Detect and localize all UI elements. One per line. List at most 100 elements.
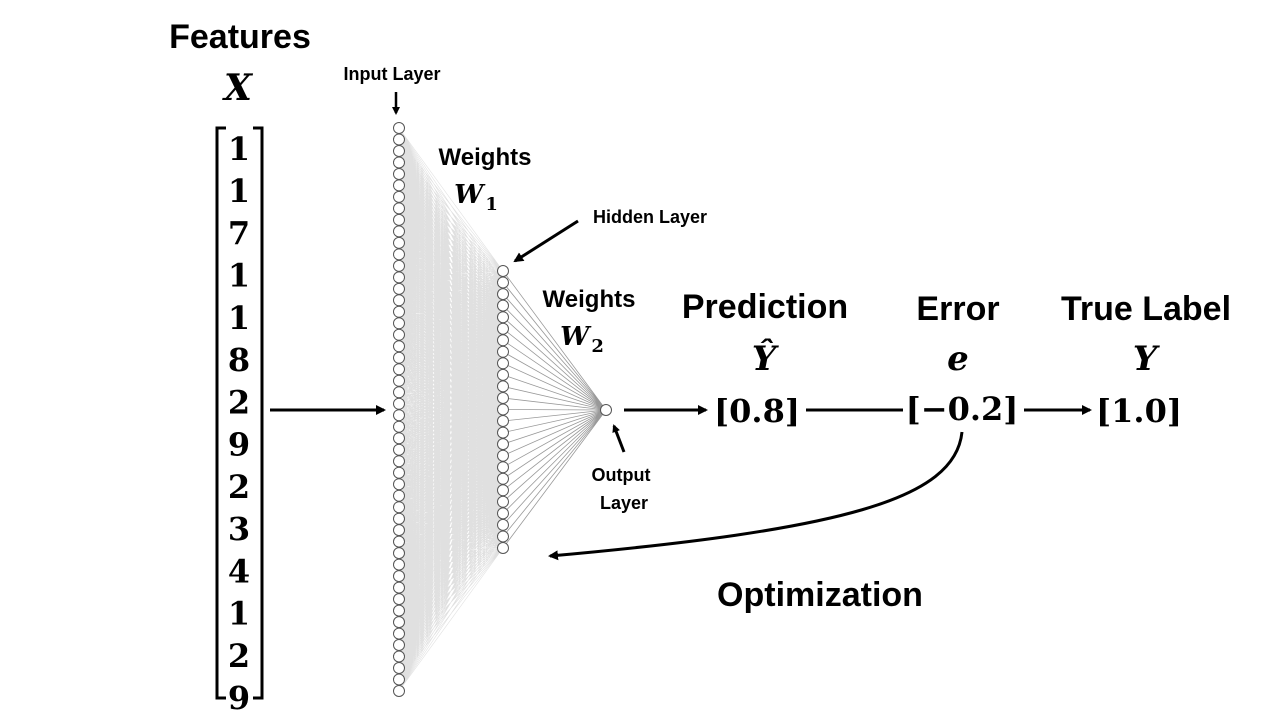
hidden-node (497, 438, 509, 451)
prediction-symbol: Ŷ (752, 338, 779, 379)
feature-value: 1 (228, 595, 250, 633)
hidden-node (497, 530, 509, 543)
hidden-node (497, 368, 509, 381)
input-node (393, 363, 405, 376)
hidden-node (497, 288, 509, 301)
feature-value: 7 (228, 214, 250, 252)
input-node (393, 489, 405, 502)
input-node (393, 122, 405, 134)
weights1-label: Weights (439, 144, 532, 171)
right-bracket (253, 126, 264, 700)
input-node (393, 271, 405, 284)
input-node (393, 328, 405, 341)
input-node (393, 156, 405, 169)
input-node (393, 386, 405, 399)
input-node (393, 168, 405, 180)
hidden-node (497, 484, 509, 497)
input-node (393, 259, 405, 272)
input-node (393, 685, 405, 697)
hidden-node (497, 426, 509, 439)
hidden-node (497, 311, 509, 324)
input-node (393, 190, 405, 203)
hidden-node (497, 380, 509, 393)
input-node (393, 570, 405, 583)
hidden-node (497, 265, 509, 277)
input-node (393, 581, 405, 594)
hidden-node (497, 415, 509, 427)
input-node (393, 662, 405, 674)
optimization-arrow (548, 431, 964, 561)
input-node (393, 248, 405, 261)
features-title: Features (169, 18, 311, 56)
error-title: Error (916, 290, 999, 328)
input-node (393, 420, 405, 433)
input-node (393, 593, 405, 606)
input-node (393, 639, 405, 651)
feature-value: 9 (228, 426, 250, 464)
input-node (393, 650, 405, 663)
feature-value: 2 (228, 468, 250, 506)
input-node (393, 225, 405, 238)
prediction-value: [0.8] (714, 392, 800, 430)
input-node (393, 317, 405, 330)
input-node (393, 409, 405, 422)
input-node (393, 282, 405, 295)
input-node (393, 145, 405, 157)
hidden-node (497, 322, 509, 335)
features-symbol: X (222, 67, 254, 109)
input-node (393, 351, 405, 364)
feature-value: 1 (228, 299, 250, 337)
hidden-node (497, 299, 509, 312)
hidden-node (497, 345, 509, 358)
hidden-layer-label: Hidden Layer (593, 207, 707, 227)
output-layer-arrow (612, 424, 626, 453)
input-node (393, 133, 405, 146)
input-node (393, 397, 405, 410)
true-label-symbol: Y (1133, 339, 1160, 379)
hidden-node (497, 507, 509, 520)
hidden-node (497, 403, 509, 416)
feature-value: 2 (228, 383, 250, 421)
input-node (393, 340, 405, 353)
error-value: [−0.2] (906, 390, 1019, 428)
hidden-node (497, 449, 509, 462)
feature-value: 8 (228, 341, 250, 379)
weights2-label: Weights (543, 286, 636, 313)
network-nodes (393, 122, 612, 697)
hidden-layer-arrow (513, 219, 579, 263)
input-node (393, 374, 405, 387)
input-node (393, 673, 405, 686)
output-node (600, 404, 612, 416)
input-node (393, 179, 405, 192)
input-node (393, 512, 405, 525)
input-node (393, 524, 405, 537)
feature-value: 1 (228, 130, 250, 168)
hidden-node (497, 518, 509, 531)
input-node (393, 455, 405, 468)
input-node (393, 478, 405, 491)
hidden-node (497, 461, 509, 474)
weights1-connections (398, 127, 504, 692)
input-node (393, 432, 405, 445)
network-connections (398, 127, 607, 692)
input-node (393, 535, 405, 548)
hidden-node (497, 472, 509, 485)
input-node (393, 202, 405, 215)
input-node (393, 236, 405, 249)
optimization-label: Optimization (717, 576, 923, 614)
prediction-title: Prediction (682, 288, 848, 326)
input-node (393, 443, 405, 456)
feature-value: 3 (228, 510, 250, 548)
feature-value: 1 (228, 172, 250, 210)
hidden-node (497, 334, 509, 347)
input-node (393, 627, 405, 640)
input-node (393, 501, 405, 514)
input-layer-label: Input Layer (343, 64, 440, 84)
feature-value: 4 (228, 552, 250, 590)
output-layer-label-line1: Output (592, 465, 651, 485)
input-node (393, 558, 405, 571)
